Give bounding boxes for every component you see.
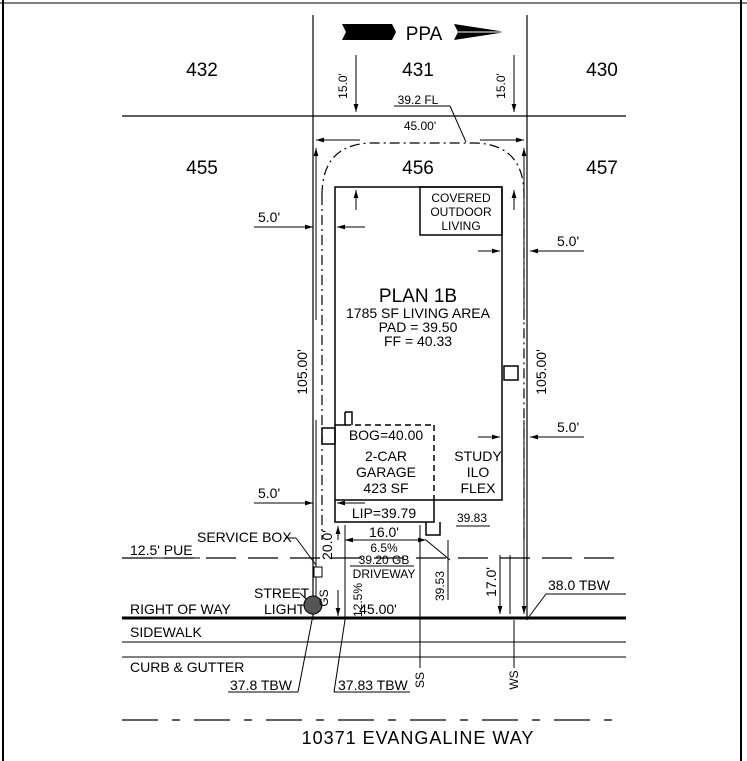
elev-39-53: 39.53 <box>433 571 447 601</box>
ws-label: WS <box>507 670 521 689</box>
garage-line-3: 423 SF <box>363 480 408 496</box>
lot-432: 432 <box>186 60 218 81</box>
covered-line-3: LIVING <box>441 219 480 233</box>
living-area: 1785 SF LIVING AREA <box>346 305 491 321</box>
driveway-width: 16.0' <box>369 524 399 540</box>
rear-setback-dims <box>353 55 517 112</box>
lot-455: 455 <box>186 158 218 179</box>
side-setback-dims <box>254 190 584 506</box>
covered-line-1: COVERED <box>431 191 491 205</box>
tbw-37-83: 37.83 TBW <box>338 677 409 693</box>
street-light-icon <box>303 595 323 615</box>
driveway-slope: 6.5% <box>370 541 398 555</box>
lot-456: 456 <box>402 158 434 179</box>
ff-elev: FF = 40.33 <box>384 333 452 349</box>
depth-left: 105.00' <box>294 349 310 395</box>
plan-label: PLAN 1B <box>379 286 457 307</box>
service-box-label: SERVICE BOX <box>197 529 292 545</box>
gs-label: GS <box>317 589 331 606</box>
lot-width-bottom: 45.00' <box>359 601 397 617</box>
row-label: RIGHT OF WAY <box>130 601 232 617</box>
street-name: 10371 EVANGALINE WAY <box>302 728 535 748</box>
bog-elev: BOG=40.00 <box>349 427 424 443</box>
garage-line-1: 2-CAR <box>365 448 407 464</box>
side-left-1: 5.0' <box>258 209 280 225</box>
driveway-gb: 39.20 GB <box>359 553 410 567</box>
front-17: 17.0' <box>483 567 499 597</box>
rear-setback-right: 15.0' <box>494 73 508 99</box>
depth-dims <box>313 148 527 614</box>
study-line-2: ILO <box>467 464 490 480</box>
study-line-1: STUDY <box>454 448 502 464</box>
north-arrow: PPA <box>342 24 506 45</box>
side-right-2: 5.0' <box>557 419 579 435</box>
tbw-38-0: 38.0 TBW <box>548 577 611 593</box>
side-left-2: 5.0' <box>258 485 280 501</box>
street-lines <box>122 616 626 721</box>
service-box-icon <box>313 566 323 578</box>
garage-line-2: GARAGE <box>356 464 416 480</box>
sidewalk-label: SIDEWALK <box>130 624 202 640</box>
curb-label: CURB & GUTTER <box>130 659 244 675</box>
light-label: LIGHT <box>264 601 306 617</box>
study-line-3: FLEX <box>460 480 496 496</box>
driveway-dims <box>335 525 511 620</box>
lot-457: 457 <box>586 158 618 179</box>
side-right-1: 5.0' <box>557 233 579 249</box>
depth-right: 105.00' <box>533 349 549 395</box>
covered-line-2: OUTDOOR <box>430 205 492 219</box>
rear-setback-left: 15.0' <box>336 73 350 99</box>
lot-lines <box>122 15 626 620</box>
pue-label: 12.5' PUE <box>130 542 193 558</box>
house-footprint <box>321 186 519 536</box>
driveway-label: DRIVEWAY <box>353 567 416 581</box>
lot-431: 431 <box>402 60 434 81</box>
elev-39-83: 39.83 <box>457 511 487 525</box>
front-setback: 20.0' <box>319 530 335 560</box>
side-slope: 12.5% <box>351 583 365 617</box>
lot-width-top: 45.00' <box>404 119 436 133</box>
lip-elev: LIP=39.79 <box>352 505 416 521</box>
north-label: PPA <box>406 24 443 45</box>
fl-label: 39.2 FL <box>398 93 439 107</box>
ss-label: SS <box>413 672 427 688</box>
lot-430: 430 <box>586 60 618 81</box>
pad-elev: PAD = 39.50 <box>379 319 458 335</box>
street-label: STREET <box>254 585 310 601</box>
tbw-37-8: 37.8 TBW <box>230 677 293 693</box>
